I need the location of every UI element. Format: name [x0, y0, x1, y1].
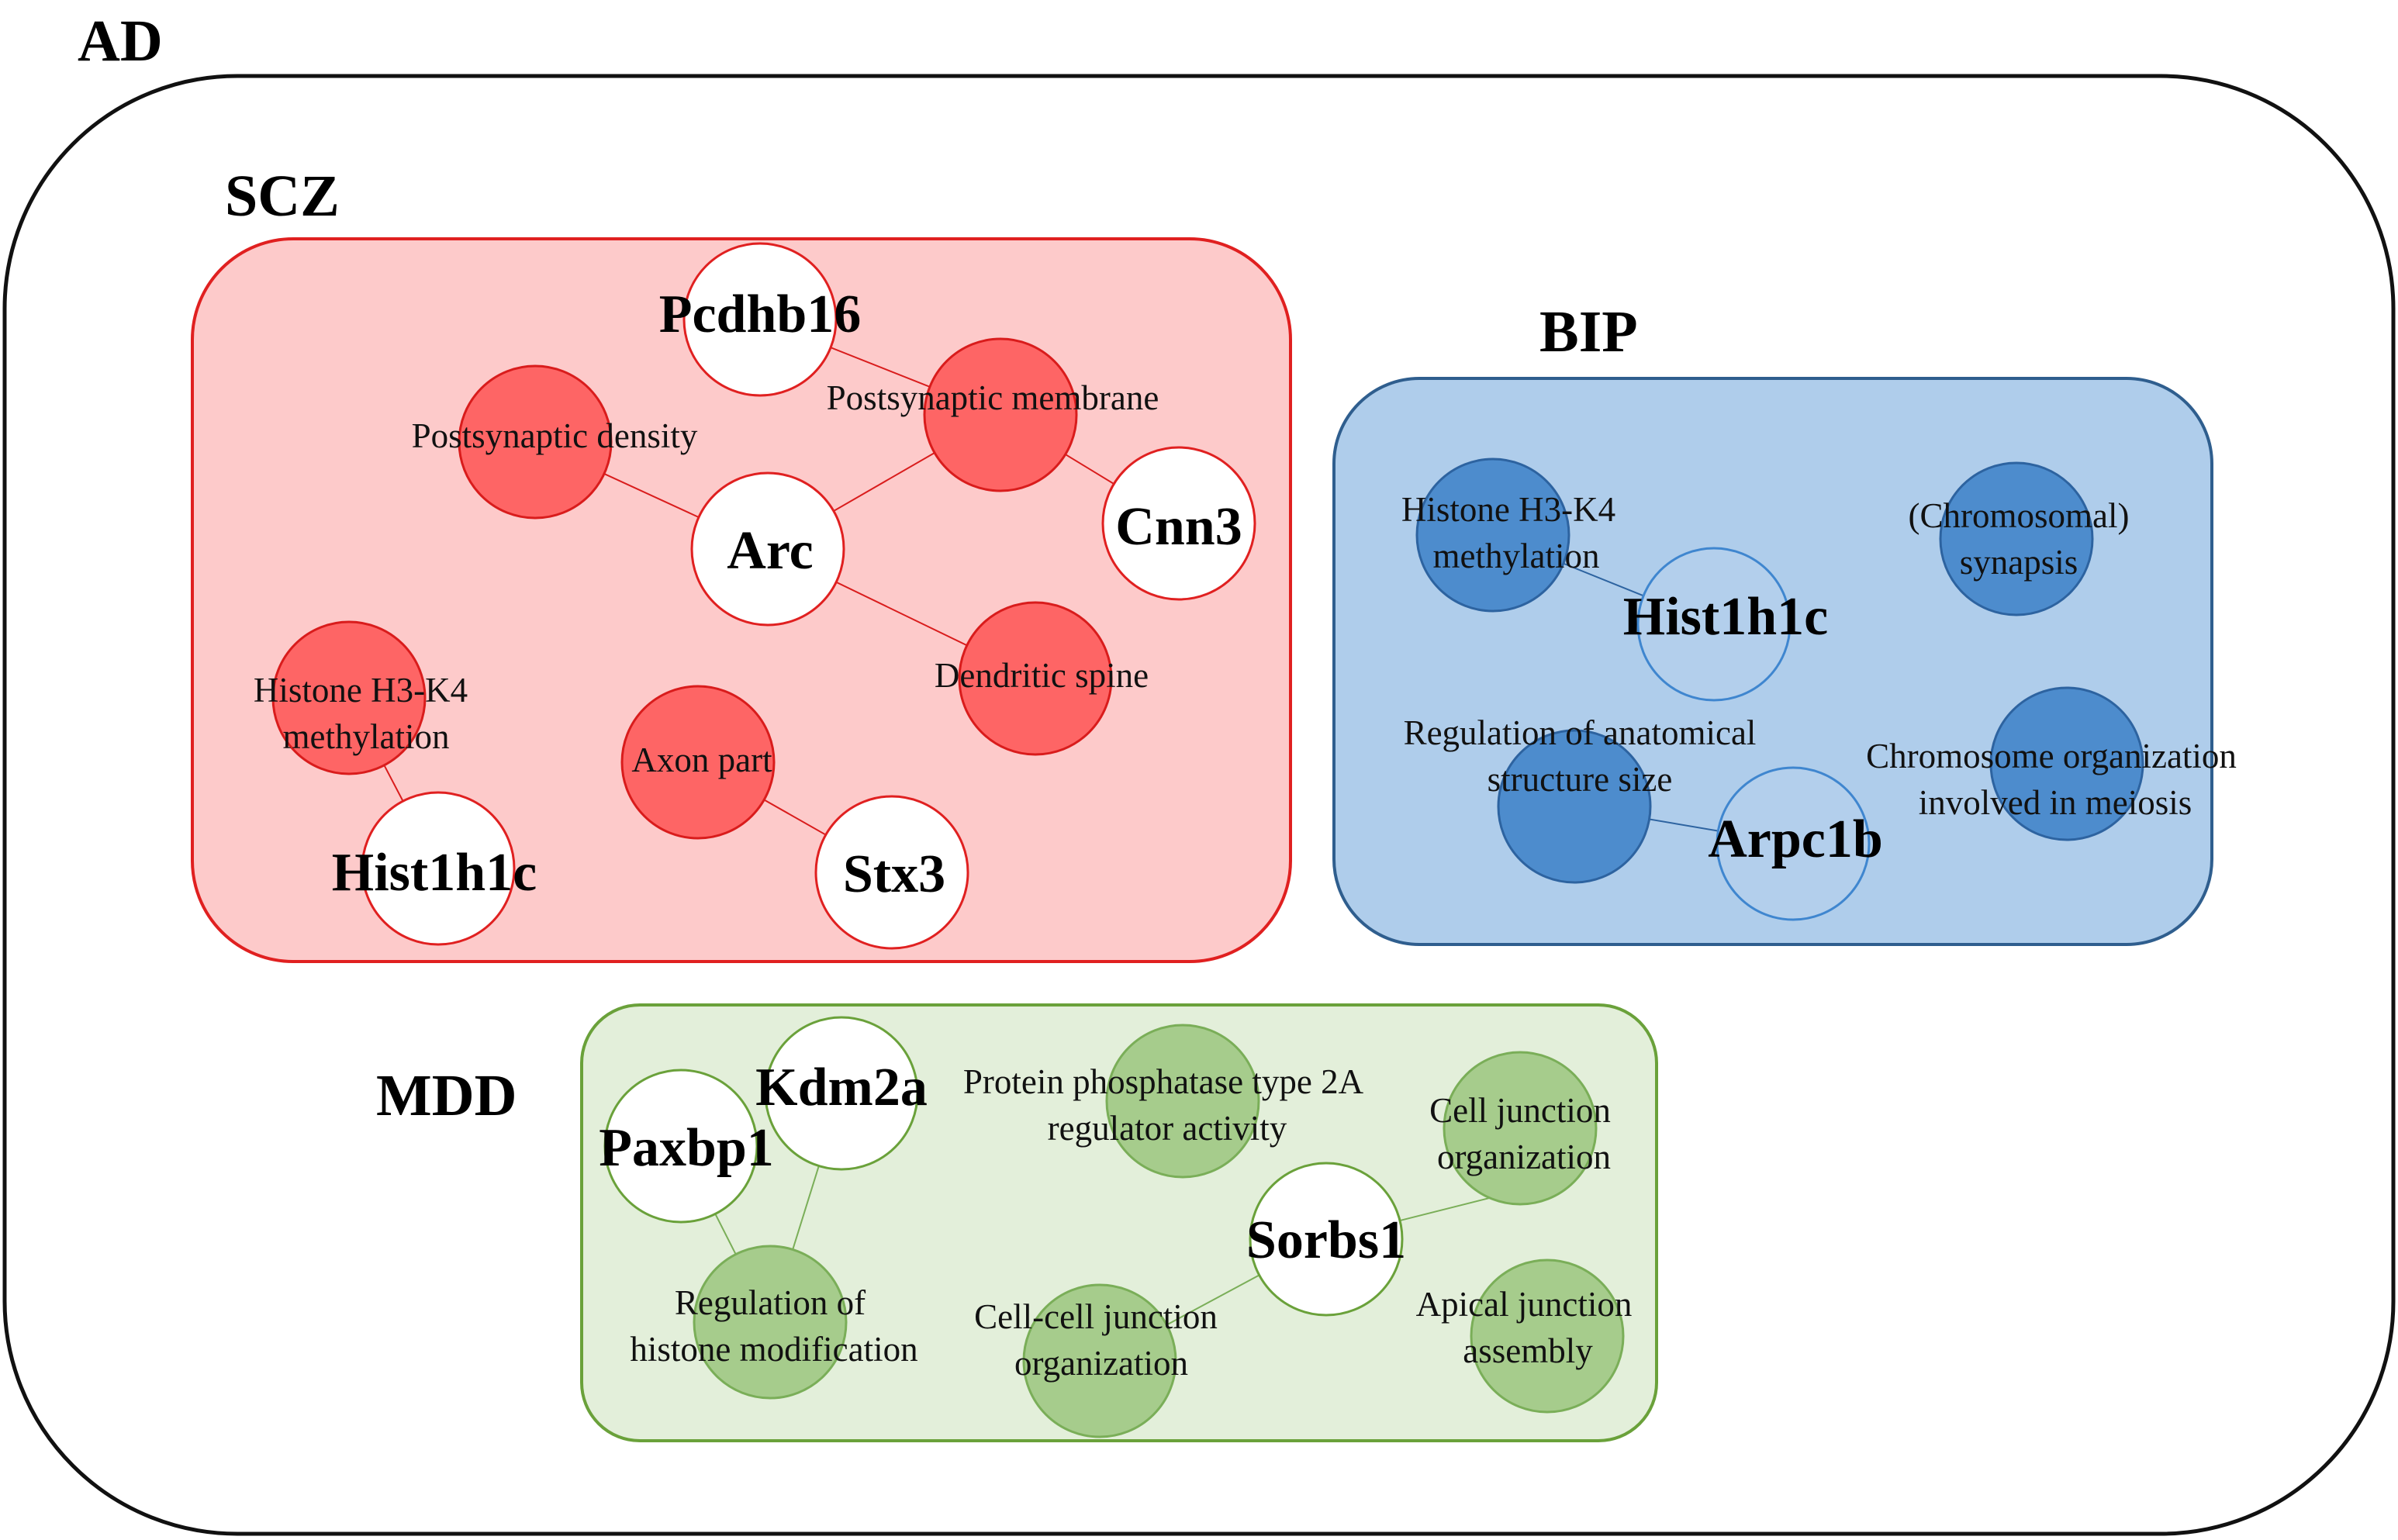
gene-label-arpc1b: Arpc1b [1708, 810, 1883, 869]
gene-label-cnn3: Cnn3 [1115, 497, 1242, 557]
bip-term-nodes [1415, 458, 2144, 884]
ad-group-title: AD [78, 9, 163, 74]
gene-label-hist1h1c: Hist1h1c [1623, 587, 1828, 647]
term-label-histone-h3k4-line2: methylation [283, 717, 450, 756]
gene-label-hist1h1c: Hist1h1c [332, 843, 537, 903]
gene-label-sorbs1: Sorbs1 [1246, 1210, 1406, 1270]
term-node-cell-cell-junction-organization [1022, 1283, 1177, 1438]
term-node-axon-part [620, 685, 776, 840]
term-node-regulation-histone-modification [693, 1245, 848, 1400]
scz-group-title: SCZ [225, 164, 340, 229]
scz-term-nodes [271, 337, 1113, 840]
term-label-postsynaptic-density: Postsynaptic density [412, 416, 698, 455]
term-label-histone-h3k4-line1: Histone H3-K4 [254, 671, 468, 710]
mdd-gene-nodes [603, 1016, 1404, 1317]
term-node-postsynaptic-density [458, 364, 613, 520]
gene-node-sorbs1 [1249, 1162, 1404, 1317]
term-node-cell-junction-organization [1443, 1051, 1598, 1206]
gene-node-stx3 [814, 795, 969, 950]
gene-node-arpc1b [1716, 766, 1871, 921]
gene-node-arc [690, 471, 845, 627]
bip-gene-labels: Hist1h1c Arpc1b [1623, 587, 1883, 869]
term-node-histone-h3k4-methylation [271, 620, 427, 775]
term-label-regulation-histone-line1: Regulation of [675, 1283, 866, 1322]
term-label-chromosomal-synapsis-line1: (Chromosomal) [1909, 496, 2130, 535]
term-label-postsynaptic-membrane: Postsynaptic membrane [827, 378, 1159, 417]
gene-node-cnn3 [1101, 446, 1256, 601]
term-label-regulation-anatomical-line1: Regulation of anatomical [1404, 713, 1757, 752]
term-node-postsynaptic-membrane [923, 337, 1078, 492]
term-node-protein-phosphatase-2a [1105, 1024, 1260, 1179]
term-label-protein-phosphatase-line1: Protein phosphatase type 2A [963, 1062, 1364, 1101]
bip-gene-nodes [1636, 547, 1871, 921]
term-node-apical-junction-assembly [1470, 1259, 1625, 1414]
term-label-axon-part: Axon part [631, 741, 772, 779]
gene-label-pcdhb16: Pcdhb16 [659, 285, 862, 344]
gene-label-kdm2a: Kdm2a [755, 1058, 928, 1117]
bip-group-title: BIP [1539, 299, 1638, 364]
term-node-chromosomal-synapsis [1939, 461, 2094, 616]
term-label-cell-cell-junction-line2: organization [1014, 1344, 1188, 1383]
term-label-histone-h3k4-line2: methylation [1433, 537, 1600, 575]
mdd-term-nodes [693, 1024, 1625, 1438]
gene-node-pcdhb16 [682, 242, 838, 397]
bip-term-labels: Histone H3-K4 methylation (Chromosomal) … [1401, 490, 2237, 822]
gene-label-paxbp1: Paxbp1 [599, 1118, 774, 1178]
scz-term-labels: Postsynaptic density Postsynaptic membra… [254, 378, 1159, 779]
term-label-regulation-histone-line2: histone modification [630, 1330, 917, 1369]
term-label-chromosome-organization-line1: Chromosome organization [1866, 737, 2237, 775]
gene-node-hist1h1c [1636, 547, 1792, 702]
term-label-apical-junction-line1: Apical junction [1416, 1285, 1633, 1324]
mdd-gene-labels: Kdm2a Paxbp1 Sorbs1 [599, 1058, 1406, 1270]
term-node-histone-h3k4-methylation [1415, 458, 1570, 613]
mdd-term-labels: Protein phosphatase type 2A regulator ac… [630, 1062, 1632, 1383]
gene-node-hist1h1c [361, 791, 516, 946]
scz-gene-nodes [361, 242, 1256, 950]
term-label-chromosome-organization-line2: involved in meiosis [1919, 783, 2192, 822]
term-node-regulation-anatomical-structure-size [1497, 729, 1652, 884]
gene-node-paxbp1 [603, 1069, 758, 1224]
term-label-cell-junction-line2: organization [1437, 1138, 1611, 1176]
term-label-histone-h3k4-line1: Histone H3-K4 [1401, 490, 1615, 529]
gene-label-stx3: Stx3 [843, 844, 945, 904]
gene-label-arc: Arc [727, 521, 813, 581]
term-label-cell-junction-line1: Cell junction [1429, 1091, 1611, 1130]
term-label-regulation-anatomical-line2: structure size [1488, 760, 1673, 799]
mdd-group-title: MDD [376, 1063, 517, 1128]
term-label-cell-cell-junction-line1: Cell-cell junction [974, 1297, 1218, 1336]
term-label-protein-phosphatase-line2: regulator activity [1048, 1109, 1287, 1148]
scz-gene-labels: Pcdhb16 Arc Cnn3 Hist1h1c Stx3 [332, 285, 1242, 904]
term-node-chromosome-organization-meiosis [1989, 686, 2144, 841]
term-label-apical-junction-line2: assembly [1463, 1331, 1593, 1370]
gene-node-kdm2a [764, 1016, 919, 1171]
term-label-chromosomal-synapsis-line2: synapsis [1960, 543, 2078, 582]
term-label-dendritic-spine: Dendritic spine [935, 656, 1149, 695]
term-node-dendritic-spine [958, 601, 1113, 756]
